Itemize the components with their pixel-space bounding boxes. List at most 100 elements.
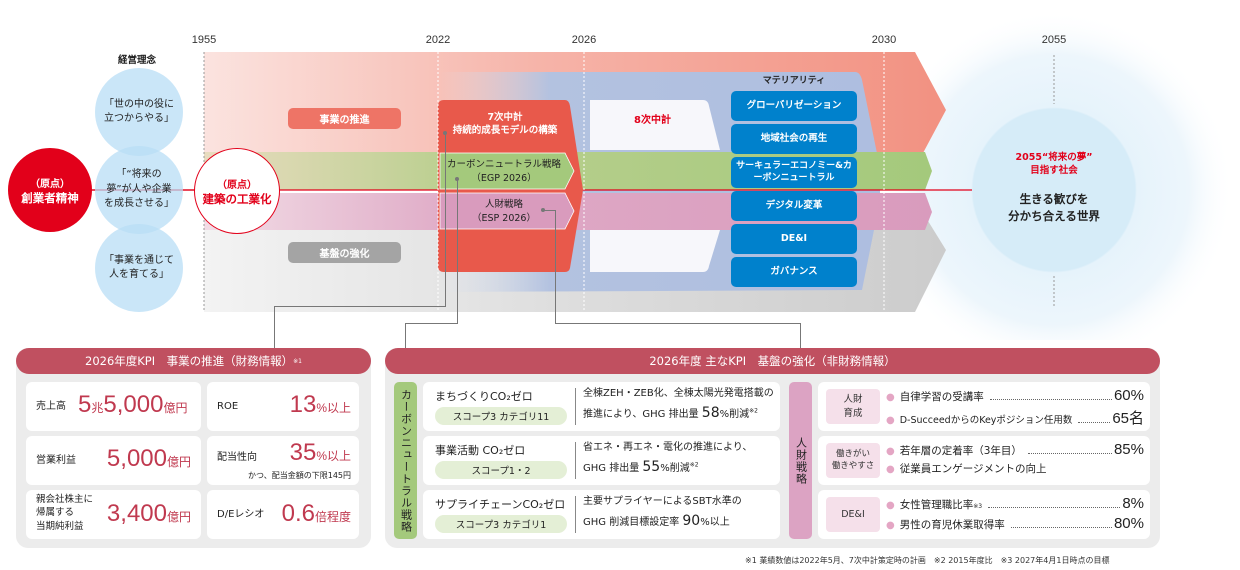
- kpi-value-unit: %以上: [316, 401, 351, 415]
- hr-group-tag-line: DE&I: [841, 508, 865, 520]
- hr-strategy-label: 人財戦略 （ESP 2026）: [440, 198, 568, 226]
- hr-kpi-label: D-SucceedからのKeyポジション任用数: [899, 415, 1073, 426]
- hr-group-tag-line: 働きがい: [835, 448, 870, 459]
- kpi-value-unit: 兆: [91, 401, 104, 415]
- carbon-kpi-desc-line-1: 省エネ・再エネ・電化の推進により、: [583, 442, 753, 453]
- kpi-value: 5,000億円: [107, 445, 191, 473]
- hr-group-tag: 人財 育成: [826, 389, 880, 424]
- kpi-label: 営業利益: [36, 455, 76, 466]
- materiality-label: デジタル変革: [765, 199, 823, 211]
- kpi-value: 3,400億円: [107, 500, 191, 528]
- kpi-note: かつ、配当金額の下限145円: [248, 471, 351, 480]
- philosophy-circle-1: 「世の中の役に立つからやる」: [95, 68, 183, 156]
- philosophy-title: 経営理念: [118, 55, 157, 66]
- bullet-icon: ●: [886, 415, 895, 426]
- year-label-2030: 2030: [871, 34, 897, 46]
- connector-hr-h1: [543, 210, 555, 211]
- kpi-value-unit: 億円: [166, 455, 191, 469]
- desc-value: 55: [642, 459, 661, 475]
- plan7-label: 7次中計 持続的成長モデルの構築: [440, 111, 570, 138]
- desc-text: 推進により、GHG 排出量: [583, 409, 702, 420]
- materiality-item: グローバリゼーション: [731, 91, 857, 121]
- vision-main-1: 生きる歓びを: [1019, 192, 1089, 206]
- hr-kpi-value: 8%: [1122, 495, 1144, 512]
- kpi-value: 13%以上: [290, 391, 351, 419]
- carbon-kpi-desc-line-1: 全棟ZEH・ZEB化、全棟太陽光発電搭載の: [583, 388, 774, 399]
- kpi-label: 親会社株主に 帰属する 当期純利益: [36, 493, 93, 533]
- desc-text: GHG 削減目標設定率: [583, 517, 683, 528]
- materiality-label: 地域社会の再生: [760, 132, 828, 144]
- kpi-card-sales: 売上高 5兆5,000億円: [26, 382, 201, 431]
- kpi-value: 35%以上: [290, 439, 351, 467]
- carbon-strategy-label: カーボンニュートラル戦略 （EGP 2026）: [440, 158, 568, 186]
- plan7-line-1: 7次中計: [487, 112, 523, 123]
- carbon-kpi-desc: 省エネ・再エネ・電化の推進により、 GHG 排出量 55%削減※2: [583, 439, 752, 480]
- hr-strategy-line-1: 人財戦略: [484, 199, 523, 210]
- bullet-icon: ●: [886, 520, 895, 531]
- kpi-value-unit: 倍程度: [314, 510, 351, 524]
- carbon-kpi-card: サプライチェーンCO₂ゼロ スコープ3 カテゴリ1 主要サプライヤーによるSBT…: [423, 490, 780, 539]
- carbon-kpi-desc: 主要サプライヤーによるSBT水準の GHG 削減目標設定率 90%以上: [583, 493, 742, 534]
- hr-kpi-value: 65名: [1112, 410, 1144, 427]
- kpi-label: 配当性向: [217, 452, 257, 463]
- hr-strategy-arrow: [439, 192, 575, 230]
- financial-kpi-note: ※1: [293, 357, 302, 365]
- kpi-value-number: 35: [289, 439, 317, 466]
- hr-group-tag-line: 働きやすさ: [831, 460, 875, 471]
- connector-hr-v: [555, 210, 556, 323]
- philosophy-1-text: 「世の中の役に立つからやる」: [104, 98, 174, 125]
- materiality-label: グローバリゼーション: [746, 99, 842, 111]
- hr-kpi-label: 女性管理職比率: [899, 499, 974, 511]
- philosophy-circle-3: 「事業を通じて人を育てる」: [95, 224, 183, 312]
- hr-kpi-label: 自律学習の受講率: [899, 391, 984, 403]
- carbon-kpi-card: 事業活動 CO₂ゼロ スコープ1・2 省エネ・再エネ・電化の推進により、 GHG…: [423, 436, 780, 485]
- year-label-2026: 2026: [571, 34, 597, 46]
- divider: [575, 388, 576, 425]
- connector-hr-h2: [555, 323, 801, 324]
- leader-dots: [1078, 422, 1111, 423]
- kpi-label-line: 当期純利益: [36, 520, 84, 532]
- carbon-strategy-line-2: （EGP 2026）: [471, 172, 537, 184]
- hr-kpi-value: 80%: [1113, 515, 1144, 532]
- financial-kpi-header: 2026年度KPI 事業の推進（財務情報）※1: [16, 348, 371, 374]
- plan7-line-2: 持続的成長モデルの構築: [452, 125, 558, 137]
- kpi-value: 5兆5,000億円: [78, 391, 187, 419]
- hr-group-tag-line: 育成: [843, 407, 863, 419]
- kpi-value-unit: 億円: [166, 510, 191, 524]
- carbon-kpi-desc-line-1: 主要サプライヤーによるSBT水準の: [583, 496, 742, 507]
- materiality-item: デジタル変革: [731, 191, 857, 221]
- year-label-2055: 2055: [1041, 34, 1067, 46]
- scope-badge: スコープ1・2: [435, 461, 567, 479]
- hr-kpi-card-engagement: 働きがい 働きやすさ ●若年層の定着率（3年目）85% ●従業員エンゲージメント…: [818, 436, 1150, 485]
- origin-founder-circle: （原点） 創業者精神: [8, 148, 92, 232]
- hr-kpi-label: 男性の育児休業取得率: [899, 519, 1005, 531]
- kpi-card-operating-profit: 営業利益 5,000億円: [26, 436, 201, 485]
- kpi-value-number: 5,000: [106, 445, 167, 472]
- carbon-kpi-title: サプライチェーンCO₂ゼロ: [435, 498, 566, 511]
- bullet-icon: ●: [886, 392, 895, 403]
- desc-text: %以上: [700, 517, 730, 528]
- scope-badge: スコープ3 カテゴリ11: [435, 407, 567, 425]
- desc-value: 90: [682, 513, 701, 529]
- carbon-kpi-desc-line-2: 推進により、GHG 排出量 58%削減※2: [583, 402, 774, 426]
- divider: [575, 442, 576, 479]
- hr-kpi-row: ●従業員エンゲージメントの向上: [886, 461, 1144, 476]
- materiality-label: DE&I: [780, 232, 808, 244]
- kpi-label: ROE: [217, 401, 239, 412]
- origin-industrial-label: 建築の工業化: [202, 191, 272, 206]
- divider: [575, 496, 576, 533]
- desc-text: GHG 排出量: [583, 463, 643, 474]
- leader-dots: [1010, 527, 1112, 528]
- year-label-1955: 1955: [191, 34, 217, 46]
- kpi-value-number: 0.6: [281, 500, 315, 527]
- carbon-kpi-card: まちづくりCO₂ゼロ スコープ3 カテゴリ11 全棟ZEH・ZEB化、全棟太陽光…: [423, 382, 780, 431]
- materiality-item: DE&I: [731, 224, 857, 254]
- origin-industrial-circle: （原点） 建築の工業化: [194, 148, 280, 234]
- kpi-value-unit: 億円: [163, 401, 188, 415]
- kpi-value-number: 5: [78, 391, 92, 418]
- leader-dots: [989, 399, 1112, 400]
- desc-note: ※2: [749, 407, 758, 415]
